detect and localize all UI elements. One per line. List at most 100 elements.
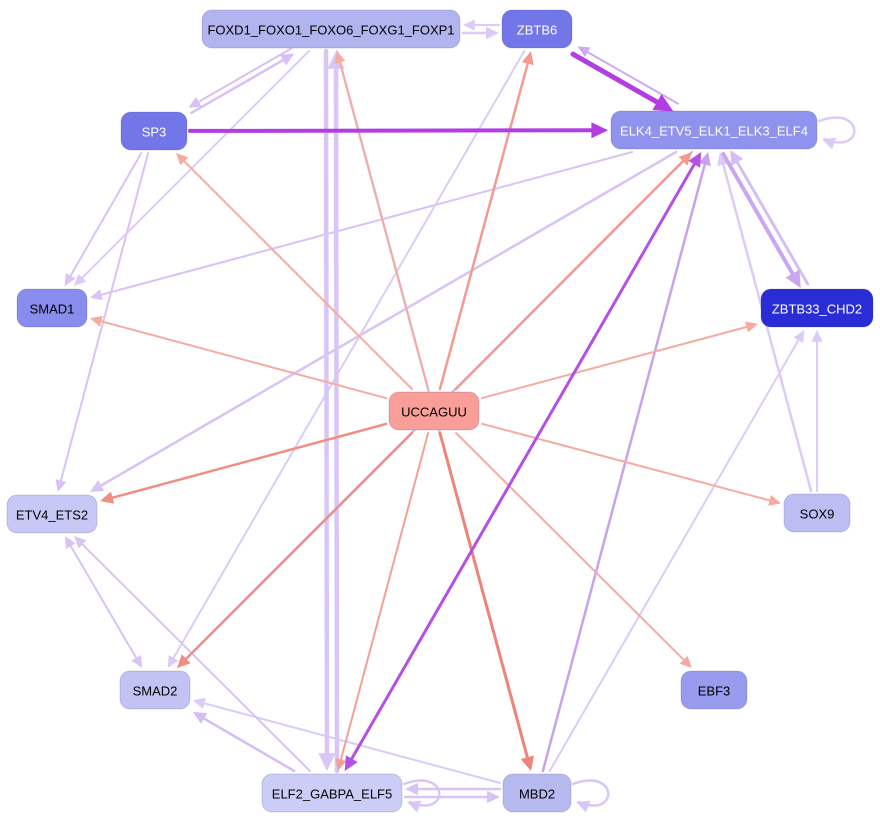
edge-arrowhead-icon bbox=[577, 46, 591, 58]
graph-edge-ELK4_ETV5_ELK1_ELK3_ELF4-to-ETV4_ETS2 bbox=[89, 150, 678, 492]
edge-line bbox=[188, 128, 600, 133]
node-box[interactable] bbox=[119, 670, 191, 710]
edge-arrowhead-icon bbox=[785, 269, 801, 289]
edge-arrowhead-icon bbox=[576, 800, 591, 813]
graph-edge-FOXD1_FOXO1_FOXO6_FOXG1_FOXP1-to-SMAD1 bbox=[74, 50, 310, 286]
graph-edge-ZBTB33_CHD2-to-ELK4_ETV5_ELK1_ELK3_ELF4 bbox=[730, 149, 810, 286]
graph-edge-UCCAGUU-to-SP3 bbox=[176, 153, 413, 390]
node-box[interactable] bbox=[120, 111, 188, 151]
graph-edge-ELK4_ETV5_ELK1_ELK3_ELF4-to-SMAD1 bbox=[90, 151, 634, 301]
graph-edge-UCCAGUU-to-ZBTB33_CHD2 bbox=[481, 321, 758, 400]
graph-node-ELK4_ETV5_ELK1_ELK3_ELF4[interactable]: ELK4_ETV5_ELK1_ELK3_ELF4 bbox=[610, 110, 818, 150]
graph-node-MBD2[interactable]: MBD2 bbox=[502, 773, 572, 813]
edge-line bbox=[721, 152, 798, 281]
node-box[interactable] bbox=[6, 494, 98, 534]
graph-node-SMAD2[interactable]: SMAD2 bbox=[119, 670, 191, 710]
graph-node-label: UCCAGUU bbox=[401, 405, 467, 420]
graph-edge-UCCAGUU-to-SMAD2 bbox=[177, 431, 414, 668]
graph-node-ZBTB33_CHD2[interactable]: ZBTB33_CHD2 bbox=[760, 288, 874, 328]
graph-edge-MBD2-to-SMAD2 bbox=[193, 697, 501, 785]
edge-line bbox=[67, 152, 143, 281]
edge-line bbox=[181, 431, 414, 664]
edge-arrowhead-icon bbox=[678, 152, 693, 166]
node-box[interactable] bbox=[388, 391, 480, 431]
edge-arrowhead-icon bbox=[90, 315, 103, 327]
graph-edge-MBD2-to-ZBTB33_CHD2 bbox=[548, 330, 805, 772]
edge-arrowhead-icon bbox=[64, 536, 76, 550]
node-box[interactable] bbox=[610, 110, 818, 150]
edge-arrowhead-icon bbox=[486, 26, 499, 40]
graph-edge-UCCAGUU-to-SMAD1 bbox=[90, 315, 387, 400]
edge-arrowhead-icon bbox=[74, 273, 87, 286]
edge-line bbox=[199, 701, 501, 785]
node-box[interactable] bbox=[261, 773, 403, 813]
graph-edge-ELK4_ETV5_ELK1_ELK3_ELF4-to-ZBTB6 bbox=[577, 46, 679, 105]
graph-edge-ELF2_GABPA_ELF5-to-ELK4_ETV5_ELK1_ELK3_ELF4 bbox=[344, 152, 702, 771]
graph-node-label: SMAD1 bbox=[30, 302, 75, 317]
graph-edge-SP3-to-ELK4_ETV5_ELK1_ELK3_ELF4 bbox=[188, 122, 608, 139]
edge-line bbox=[455, 432, 688, 664]
edge-arrowhead-icon bbox=[193, 697, 206, 709]
node-box[interactable] bbox=[760, 288, 874, 328]
edge-arrowhead-icon bbox=[591, 122, 608, 139]
node-box[interactable] bbox=[501, 9, 573, 49]
edge-arrowhead-icon bbox=[55, 479, 67, 492]
edge-line bbox=[570, 51, 666, 108]
graph-edge-FOXD1_FOXO1_FOXO6_FOXG1_FOXP1-to-ZBTB6 bbox=[461, 26, 499, 40]
node-box[interactable] bbox=[502, 773, 572, 813]
edge-arrowhead-icon bbox=[90, 289, 103, 301]
edge-arrowhead-icon bbox=[89, 480, 105, 492]
graph-node-ELF2_GABPA_ELF5[interactable]: ELF2_GABPA_ELF5 bbox=[261, 773, 403, 813]
edge-line bbox=[454, 156, 688, 391]
graph-node-label: MBD2 bbox=[519, 787, 555, 802]
graph-node-SP3[interactable]: SP3 bbox=[120, 111, 188, 151]
node-box[interactable] bbox=[783, 493, 851, 533]
node-box[interactable] bbox=[201, 9, 461, 49]
self-loop-edge bbox=[817, 116, 856, 144]
graph-node-SOX9[interactable]: SOX9 bbox=[783, 493, 851, 533]
graph-edge-UCCAGUU-to-ETV4_ETS2 bbox=[100, 422, 388, 504]
edge-line bbox=[481, 422, 775, 503]
edge-line bbox=[78, 50, 310, 282]
edge-line bbox=[194, 47, 293, 105]
graph-node-label: SOX9 bbox=[800, 507, 835, 522]
graph-node-SMAD1[interactable]: SMAD1 bbox=[16, 288, 88, 328]
edge-arrowhead-icon bbox=[64, 272, 76, 286]
graph-node-label: EBF3 bbox=[698, 684, 731, 699]
graph-node-label: ETV4_ETS2 bbox=[16, 508, 88, 523]
edge-arrowhead-icon bbox=[74, 536, 87, 549]
graph-node-EBF3[interactable]: EBF3 bbox=[680, 670, 748, 710]
graph-edge-ELF2_GABPA_ELF5-to-FOXD1_FOXO1_FOXO6_FOXG1_FOXP1 bbox=[327, 50, 345, 774]
graph-node-ETV4_ETS2[interactable]: ETV4_ETS2 bbox=[6, 494, 98, 534]
graph-node-label: ELF2_GABPA_ELF5 bbox=[272, 787, 392, 802]
edge-line bbox=[337, 57, 430, 390]
self-loop-edge bbox=[402, 779, 441, 807]
edge-line bbox=[333, 60, 340, 774]
graph-edge-MBD2-to-ELK4_ETV5_ELK1_ELK3_ELF4 bbox=[541, 152, 711, 773]
graph-node-label: FOXD1_FOXO1_FOXO6_FOXG1_FOXP1 bbox=[207, 23, 454, 38]
edge-arrowhead-icon bbox=[768, 494, 781, 506]
edge-line bbox=[180, 157, 413, 390]
edge-arrowhead-icon bbox=[698, 152, 711, 167]
edge-arrowhead-icon bbox=[652, 94, 674, 112]
edge-line bbox=[96, 151, 634, 297]
edge-arrowhead-icon bbox=[131, 654, 143, 668]
graph-edge-UCCAGUU-to-EBF3 bbox=[455, 432, 692, 668]
graph-edge-UCCAGUU-to-ZBTB6 bbox=[438, 51, 534, 391]
edge-arrowhead-icon bbox=[487, 790, 500, 804]
edge-line bbox=[541, 158, 708, 773]
graph-node-FOXD1_FOXO1_FOXO6_FOXG1_FOXP1[interactable]: FOXD1_FOXO1_FOXO6_FOXG1_FOXP1 bbox=[201, 9, 461, 49]
edge-line bbox=[548, 335, 802, 772]
graph-node-ZBTB6[interactable]: ZBTB6 bbox=[501, 9, 573, 49]
graph-node-UCCAGUU[interactable]: UCCAGUU bbox=[388, 391, 480, 431]
graph-edge-UCCAGUU-to-MBD2 bbox=[438, 431, 534, 771]
edge-line bbox=[106, 422, 388, 501]
node-box[interactable] bbox=[16, 288, 88, 328]
edge-arrowhead-icon bbox=[811, 330, 823, 342]
edge-arrowhead-icon bbox=[334, 51, 346, 64]
node-box[interactable] bbox=[680, 670, 748, 710]
edge-arrowhead-icon bbox=[279, 53, 295, 66]
graph-edge-ELF2_GABPA_ELF5-to-SMAD2 bbox=[192, 712, 296, 773]
graph-node-label: ELK4_ETV5_ELK1_ELK3_ELF4 bbox=[620, 124, 808, 139]
